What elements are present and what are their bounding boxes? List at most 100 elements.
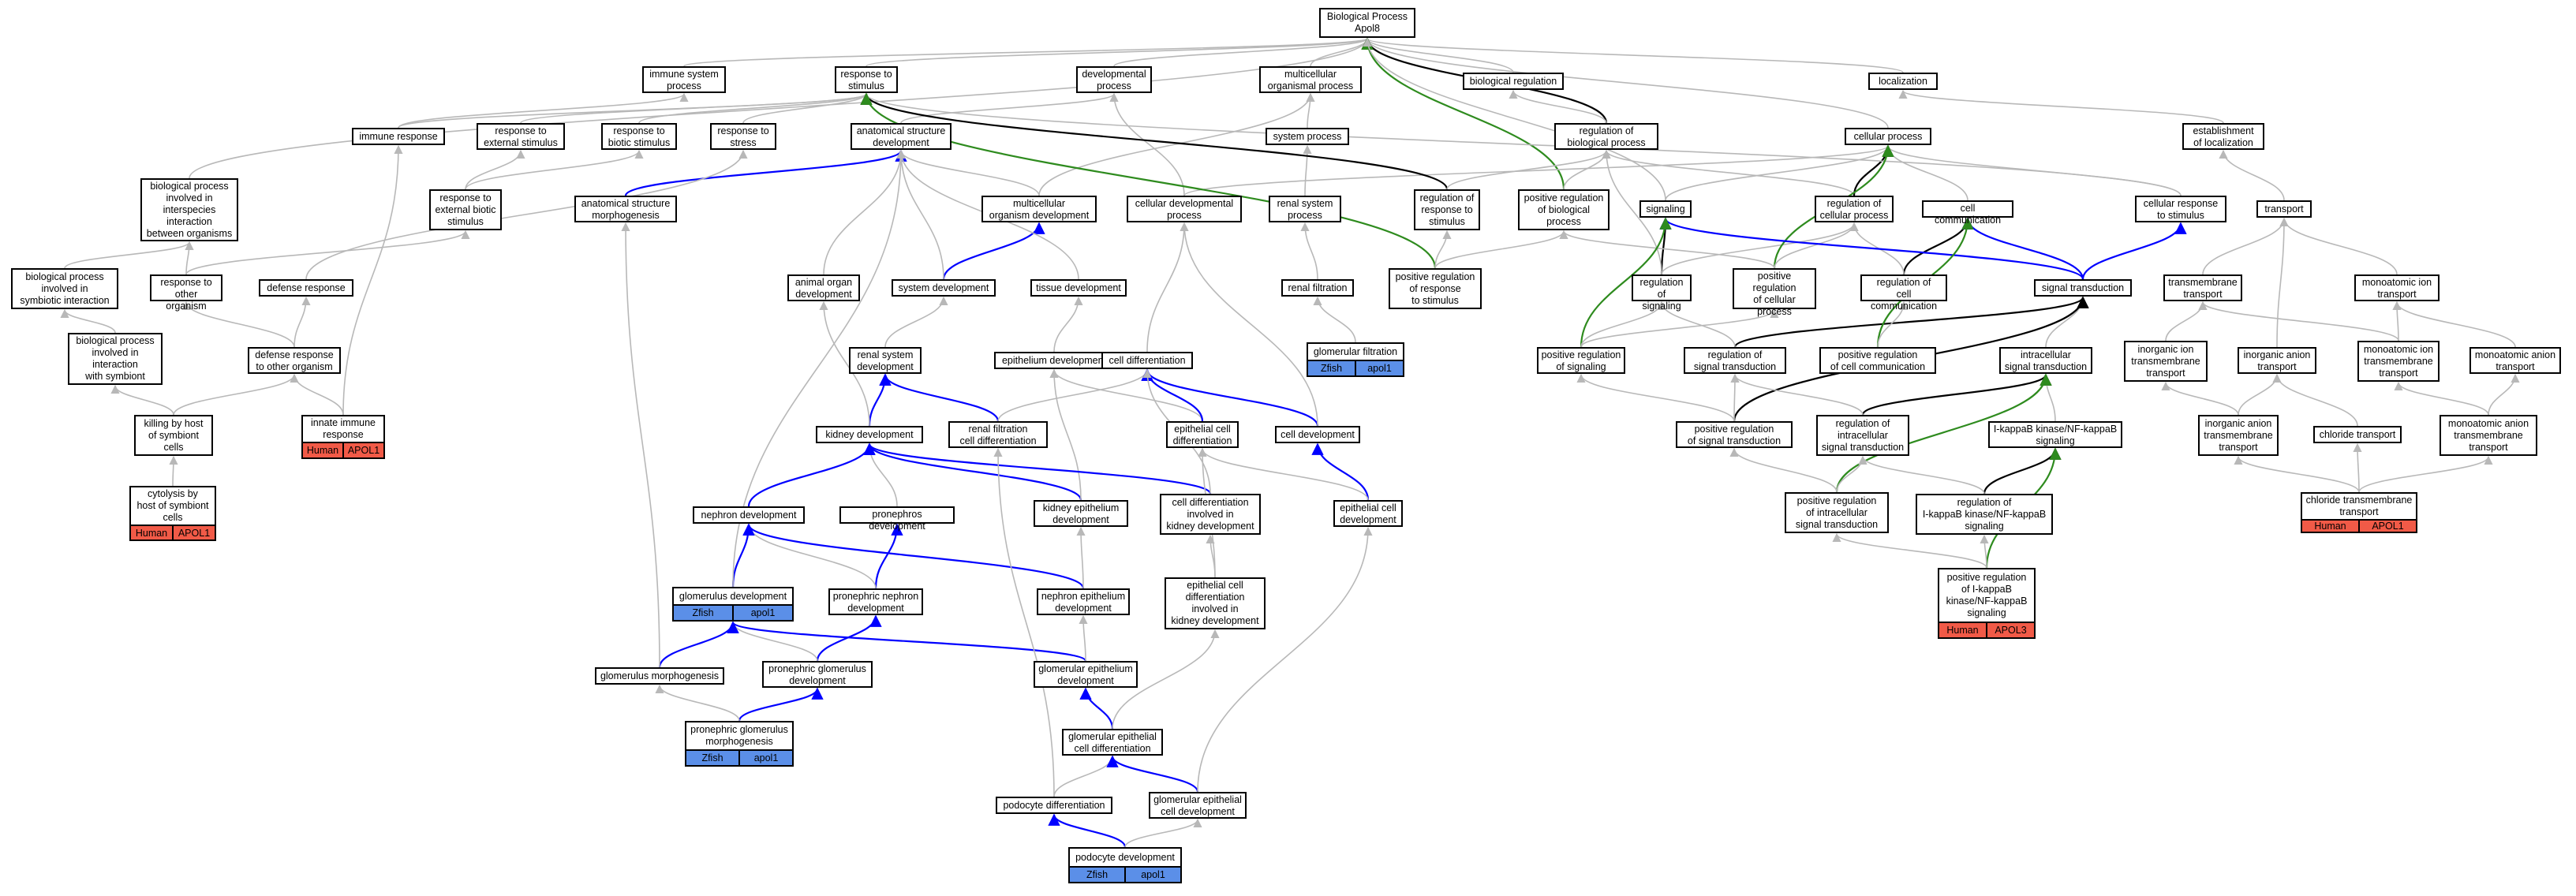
go-term-immune-resp[interactable]: immune response xyxy=(352,128,445,145)
go-term-anat-dev[interactable]: anatomical structure development xyxy=(851,123,952,150)
go-term-neph-epith[interactable]: nephron epithelium development xyxy=(1037,588,1130,615)
go-term-multi-dev[interactable]: multicellular organism development xyxy=(981,196,1097,222)
go-term-bp[interactable]: Biological Process Apol8 xyxy=(1319,8,1415,38)
annotation-gene[interactable]: APOL1 xyxy=(342,443,383,457)
go-term-intra-sig[interactable]: intracellular signal transduction xyxy=(1999,347,2092,374)
annotation-gene[interactable]: APOL1 xyxy=(2358,521,2416,532)
go-term-renal-sys-dev[interactable]: renal system development xyxy=(849,347,922,374)
go-term-pos-reg-sig[interactable]: positive regulation of signaling xyxy=(1537,347,1625,374)
go-term-inorg-anion[interactable]: inorganic anion transport xyxy=(2238,347,2316,374)
annotation-gene[interactable]: APOL1 xyxy=(172,526,215,539)
go-term-dev-proc[interactable]: developmental process xyxy=(1076,66,1152,93)
go-term-pos-reg-intra[interactable]: positive regulation of intracellular sig… xyxy=(1785,492,1889,533)
annotation-gene[interactable]: apol1 xyxy=(738,751,792,765)
go-term-pos-reg-ikb[interactable]: positive regulation of I-kappaB kinase/N… xyxy=(1938,568,2036,639)
go-term-renal-filt[interactable]: renal filtration xyxy=(1281,279,1354,297)
go-term-chloride[interactable]: chloride transport xyxy=(2313,426,2402,443)
go-term-killing[interactable]: killing by host of symbiont cells xyxy=(134,415,213,456)
go-term-localization[interactable]: localization xyxy=(1868,73,1938,90)
edge-epith_cell_diff-to-cell_diff xyxy=(1141,368,1204,422)
go-term-bio-reg[interactable]: biological regulation xyxy=(1463,73,1564,90)
go-term-signal-trans[interactable]: signal transduction xyxy=(2034,279,2132,297)
go-term-proneph-dev[interactable]: pronephros development xyxy=(839,506,955,532)
go-term-resp-biotic[interactable]: response to biotic stimulus xyxy=(601,123,677,150)
go-term-immune-sys[interactable]: immune system process xyxy=(642,66,726,93)
go-term-anat-morph[interactable]: anatomical structure morphogenesis xyxy=(574,196,677,222)
go-term-resp-stress[interactable]: response to stress xyxy=(710,123,776,150)
go-term-pos-reg-resp-stim[interactable]: positive regulation of response to stimu… xyxy=(1389,268,1482,309)
go-term-ion-transmem[interactable]: monoatomic ion transmembrane transport xyxy=(2357,341,2440,382)
go-term-transmem[interactable]: transmembrane transport xyxy=(2163,274,2242,301)
go-term-proneph-glom[interactable]: pronephric glomerulus development xyxy=(762,661,873,688)
go-term-reg-ikb[interactable]: regulation of I-kappaB kinase/NF-kappaB … xyxy=(1916,494,2053,535)
go-term-ikb[interactable]: I-kappaB kinase/NF-kappaB signaling xyxy=(1988,421,2122,448)
go-term-anion-transmem2[interactable]: monoatomic anion transmembrane transport xyxy=(2440,415,2537,456)
go-term-resp-other-org[interactable]: response to other organism xyxy=(150,274,222,312)
go-term-epith-cell-dev[interactable]: epithelial cell development xyxy=(1333,500,1403,527)
go-term-resp-ext[interactable]: response to external stimulus xyxy=(477,123,565,150)
go-term-cell-diff[interactable]: cell differentiation xyxy=(1101,352,1193,369)
go-term-glom-epith[interactable]: glomerular epithelium development xyxy=(1034,661,1138,688)
go-term-cell-comm[interactable]: cell communication xyxy=(1922,200,2013,226)
go-term-sys-proc[interactable]: system process xyxy=(1266,128,1349,145)
go-term-reg-sig-trans[interactable]: regulation of signal transduction xyxy=(1684,347,1786,374)
go-term-ion-trans[interactable]: monoatomic ion transport xyxy=(2354,274,2440,301)
go-term-cell-development[interactable]: cell development xyxy=(1275,426,1360,443)
go-term-kidney-dev[interactable]: kidney development xyxy=(816,426,923,443)
go-term-bp-interspecies[interactable]: biological process involved in interspec… xyxy=(140,178,238,241)
go-term-kidney-epith[interactable]: kidney epithelium development xyxy=(1034,500,1128,527)
go-term-system-dev[interactable]: system development xyxy=(892,279,996,297)
go-term-pos-reg-cell-proc[interactable]: positive regulation of cellular process xyxy=(1733,268,1816,317)
go-term-renal-filt-diff[interactable]: renal filtration cell differentiation xyxy=(948,421,1048,448)
go-term-epith-dev[interactable]: epithelium development xyxy=(994,352,1114,369)
go-term-cell-proc[interactable]: cellular process xyxy=(1845,128,1931,145)
go-term-bp-with-symbiont[interactable]: biological process involved in interacti… xyxy=(68,333,163,385)
annotation-gene[interactable]: apol1 xyxy=(732,606,792,620)
annotation-gene[interactable]: apol1 xyxy=(1355,361,1403,375)
go-term-animal-organ[interactable]: animal organ development xyxy=(787,274,860,301)
go-term-renal-sys-proc[interactable]: renal system process xyxy=(1269,196,1341,222)
go-term-bp-symbiotic[interactable]: biological process involved in symbiotic… xyxy=(11,268,118,309)
go-term-reg-bp[interactable]: regulation of biological process xyxy=(1554,123,1658,150)
go-term-multi-org[interactable]: multicellular organismal process xyxy=(1259,66,1362,93)
go-term-reg-cell-proc[interactable]: regulation of cellular process xyxy=(1815,196,1894,222)
go-term-cell-resp-stim[interactable]: cellular response to stimulus xyxy=(2135,196,2226,222)
go-term-signaling[interactable]: signaling xyxy=(1639,200,1692,218)
annotation-gene[interactable]: apol1 xyxy=(1124,868,1180,882)
go-term-glom-epith-diff[interactable]: glomerular epithelial cell differentiati… xyxy=(1062,729,1163,756)
go-term-reg-resp-stim[interactable]: regulation of response to stimulus xyxy=(1414,189,1480,230)
annotation-gene[interactable]: APOL3 xyxy=(1986,623,2034,637)
go-term-podo-diff[interactable]: podocyte differentiation xyxy=(996,797,1112,814)
go-term-resp-stim[interactable]: response to stimulus xyxy=(835,66,898,93)
go-term-inorg-ion[interactable]: inorganic ion transmembrane transport xyxy=(2124,341,2208,382)
go-term-defense-other[interactable]: defense response to other organism xyxy=(248,347,341,374)
go-term-inorg-anion-transmem[interactable]: inorganic anion transmembrane transport xyxy=(2198,415,2279,456)
go-term-pos-reg-bp[interactable]: positive regulation of biological proces… xyxy=(1518,189,1610,230)
go-term-tissue-dev[interactable]: tissue development xyxy=(1030,279,1127,297)
go-term-glom-epith-dev[interactable]: glomerular epithelial cell development xyxy=(1149,792,1247,819)
go-term-nephron-dev[interactable]: nephron development xyxy=(693,506,805,524)
go-term-proneph-neph[interactable]: pronephric nephron development xyxy=(828,588,923,615)
go-term-resp-ext-biotic[interactable]: response to external biotic stimulus xyxy=(429,189,502,230)
go-term-reg-cell-comm[interactable]: regulation of cell communication xyxy=(1860,274,1947,312)
go-term-anion-transmem[interactable]: monoatomic anion transport xyxy=(2469,347,2561,374)
go-term-cell-diff-kidney[interactable]: cell differentiation involved in kidney … xyxy=(1160,494,1261,535)
go-term-transport[interactable]: transport xyxy=(2256,200,2312,218)
go-term-estab-loc[interactable]: establishment of localization xyxy=(2182,123,2264,150)
go-term-glom-morph[interactable]: glomerulus morphogenesis xyxy=(595,667,724,685)
go-term-epith-cell-diff[interactable]: epithelial cell differentiation xyxy=(1166,421,1239,448)
go-term-cell-dev-proc[interactable]: cellular developmental process xyxy=(1127,196,1242,222)
go-term-pos-reg-cell-comm[interactable]: positive regulation of cell communicatio… xyxy=(1819,347,1936,374)
go-term-reg-signaling[interactable]: regulation of signaling xyxy=(1632,274,1692,312)
go-term-reg-intra[interactable]: regulation of intracellular signal trans… xyxy=(1816,415,1909,456)
go-term-defense-resp[interactable]: defense response xyxy=(259,279,353,297)
go-term-epith-cell-diff-kidney[interactable]: epithelial cell differentiation involved… xyxy=(1165,577,1266,629)
go-term-pos-reg-sig-trans[interactable]: positive regulation of signal transducti… xyxy=(1676,421,1793,448)
